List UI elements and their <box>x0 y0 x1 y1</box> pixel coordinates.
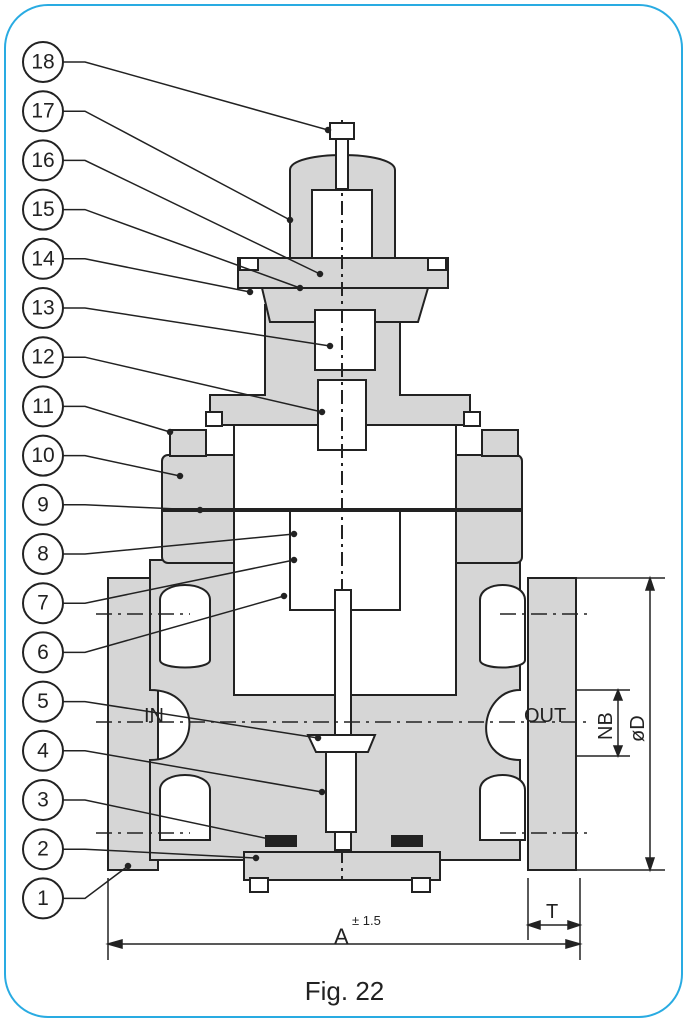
leader-arrow-8 <box>290 530 298 538</box>
diaphragm-chamber <box>260 287 430 323</box>
part-bubble-7: 7 <box>22 582 64 625</box>
right-lower-cavity <box>479 774 526 841</box>
od-label: øD <box>627 715 649 742</box>
rounded-frame <box>4 4 683 1018</box>
part-number-8: 8 <box>37 543 49 566</box>
leader-line-14 <box>63 258 251 293</box>
leader-arrow-10 <box>176 472 184 480</box>
leader-arrow-1 <box>124 862 132 870</box>
part-bubble-4: 4 <box>22 729 64 772</box>
leader-line-2 <box>63 848 257 859</box>
part-number-14: 14 <box>31 247 55 270</box>
part-number-4: 4 <box>37 739 49 762</box>
leader-arrow-7 <box>290 556 298 564</box>
part-bubble-6: 6 <box>22 631 64 674</box>
leader-line-5 <box>63 700 319 739</box>
part-bubble-8: 8 <box>22 533 64 575</box>
part-number-11: 11 <box>32 395 54 418</box>
leader-line-18 <box>63 61 329 131</box>
leader-line-9 <box>63 504 201 511</box>
leader-arrow-9 <box>196 506 204 514</box>
part-bubble-16: 16 <box>22 139 64 182</box>
leader-arrow-12 <box>318 408 326 416</box>
leader-arrow-5 <box>314 734 322 742</box>
part-number-13: 13 <box>31 297 54 320</box>
part-bubble-13: 13 <box>22 287 64 329</box>
part-number-12: 12 <box>31 346 54 369</box>
internal-cavities <box>159 189 526 841</box>
leader-arrow-2 <box>252 854 260 862</box>
centre-lines <box>96 613 590 834</box>
part-number-bubbles: 18 17 16 15 14 13 12 11 10 9 8 7 6 5 4 3 2 1 <box>22 41 64 920</box>
part-number-17: 17 <box>31 100 54 123</box>
leader-arrow-15 <box>296 284 304 292</box>
part-bubble-10: 10 <box>22 434 64 477</box>
leader-lines <box>63 61 334 900</box>
leader-arrow-16 <box>316 270 324 278</box>
leader-arrow-13 <box>326 342 334 350</box>
part-bubble-17: 17 <box>22 90 64 133</box>
part-number-9: 9 <box>37 493 49 516</box>
part-bubble-2: 2 <box>22 828 64 871</box>
adjuster-block <box>314 309 376 371</box>
nb-label: NB <box>595 712 617 740</box>
thickness-label: T <box>546 901 558 923</box>
leader-line-3 <box>63 799 275 841</box>
leader-line-12 <box>63 356 323 413</box>
leader-arrow-17 <box>286 216 294 224</box>
part-bubble-12: 12 <box>22 336 64 379</box>
stem-details <box>162 120 522 893</box>
outlet-label: OUT <box>524 705 566 727</box>
leader-arrow-18 <box>324 126 332 134</box>
leader-line-11 <box>63 405 171 433</box>
leader-line-15 <box>63 208 301 289</box>
figure-caption: Fig. 22 <box>304 976 385 1006</box>
inlet-label: IN <box>144 705 164 727</box>
length-tolerance: ± 1.5 <box>352 913 381 928</box>
part-bubble-15: 15 <box>22 188 64 231</box>
leader-arrow-11 <box>166 428 174 436</box>
leader-arrow-3 <box>270 836 278 844</box>
left-port-cavity <box>159 584 211 669</box>
length-label: A <box>334 924 349 949</box>
leader-arrow-4 <box>318 788 326 796</box>
part-number-7: 7 <box>37 592 49 615</box>
part-bubble-11: 11 <box>22 385 64 428</box>
part-bubble-5: 5 <box>22 680 64 723</box>
leader-arrow-6 <box>280 592 288 600</box>
part-number-15: 15 <box>31 198 54 221</box>
part-number-3: 3 <box>37 789 49 812</box>
leader-line-1 <box>63 865 129 900</box>
part-number-5: 5 <box>37 690 49 713</box>
part-number-10: 10 <box>31 444 54 467</box>
leader-line-4 <box>63 750 323 793</box>
left-lower-cavity <box>159 774 211 841</box>
leader-line-8 <box>63 533 295 555</box>
part-number-6: 6 <box>37 641 49 664</box>
dimension-lines <box>105 575 665 960</box>
leader-line-7 <box>63 559 295 604</box>
part-number-1: 1 <box>37 887 49 910</box>
part-bubble-14: 14 <box>22 237 64 280</box>
leader-arrow-14 <box>246 288 254 296</box>
leader-line-10 <box>63 454 181 477</box>
part-number-2: 2 <box>37 838 49 861</box>
leader-line-6 <box>63 595 285 654</box>
leader-line-16 <box>63 159 321 275</box>
leader-line-13 <box>63 307 331 347</box>
part-bubble-3: 3 <box>22 779 64 821</box>
part-bubble-1: 1 <box>22 877 64 920</box>
part-bubble-9: 9 <box>22 483 64 526</box>
leader-line-17 <box>63 110 291 221</box>
right-port-cavity <box>479 584 526 669</box>
part-number-18: 18 <box>31 51 54 74</box>
part-bubble-18: 18 <box>22 41 64 83</box>
part-number-16: 16 <box>31 149 54 172</box>
right-flange <box>527 577 577 871</box>
